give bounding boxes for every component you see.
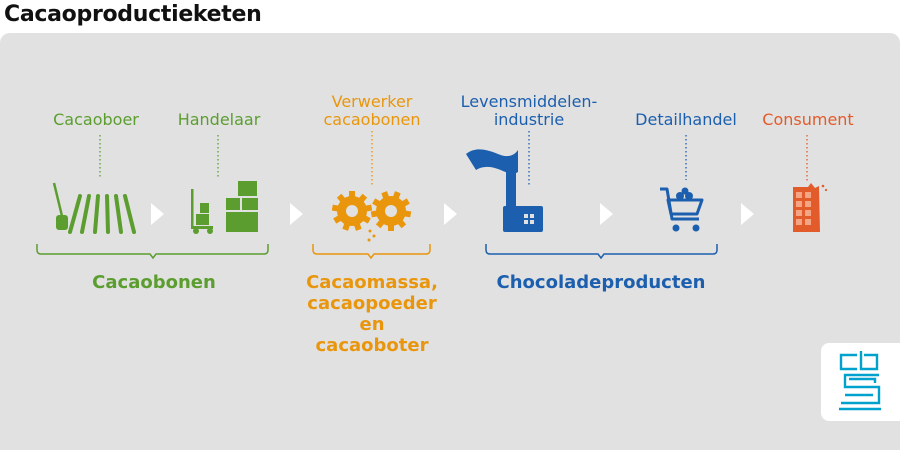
stage-label-handelaar: Handelaar (177, 110, 261, 129)
group-label-chocoladeproducten: Chocoladeproducten (496, 272, 706, 293)
arrow-4 (600, 203, 613, 225)
stage-label-consument: Consument (762, 110, 854, 129)
stage-label-cacaoboer: Cacaoboer (53, 110, 139, 129)
arrow-1 (151, 203, 164, 225)
stage-label-levensmiddelenindustrie: Levensmiddelen- industrie (460, 92, 598, 129)
plantation-icon (52, 182, 136, 234)
boxes-trolley-icon (191, 181, 258, 234)
cbs-logo (821, 343, 900, 421)
group-label-cacaomassa: Cacaomassa, cacaopoeder en cacaoboter (306, 272, 438, 356)
bracket-cacaomassa (312, 244, 431, 260)
arrow-5 (741, 203, 754, 225)
factory-icon (466, 149, 543, 232)
page-title: Cacaoproductieketen (4, 2, 262, 27)
cbs-logo-mark (839, 351, 881, 411)
diagram-panel (0, 33, 900, 450)
shopping-cart-icon (660, 187, 704, 232)
bracket-chocoladeproducten (485, 244, 718, 260)
bracket-cacaobonen (36, 244, 269, 260)
connector-lines (99, 131, 808, 186)
gears-icon (331, 191, 412, 242)
arrow-2 (290, 203, 303, 225)
stage-label-verwerker: Verwerker cacaobonen (323, 92, 421, 129)
arrow-3 (444, 203, 457, 225)
stage-label-detailhandel: Detailhandel (635, 110, 737, 129)
chocolate-bar-icon (793, 183, 828, 232)
group-label-cacaobonen: Cacaobonen (92, 272, 216, 293)
